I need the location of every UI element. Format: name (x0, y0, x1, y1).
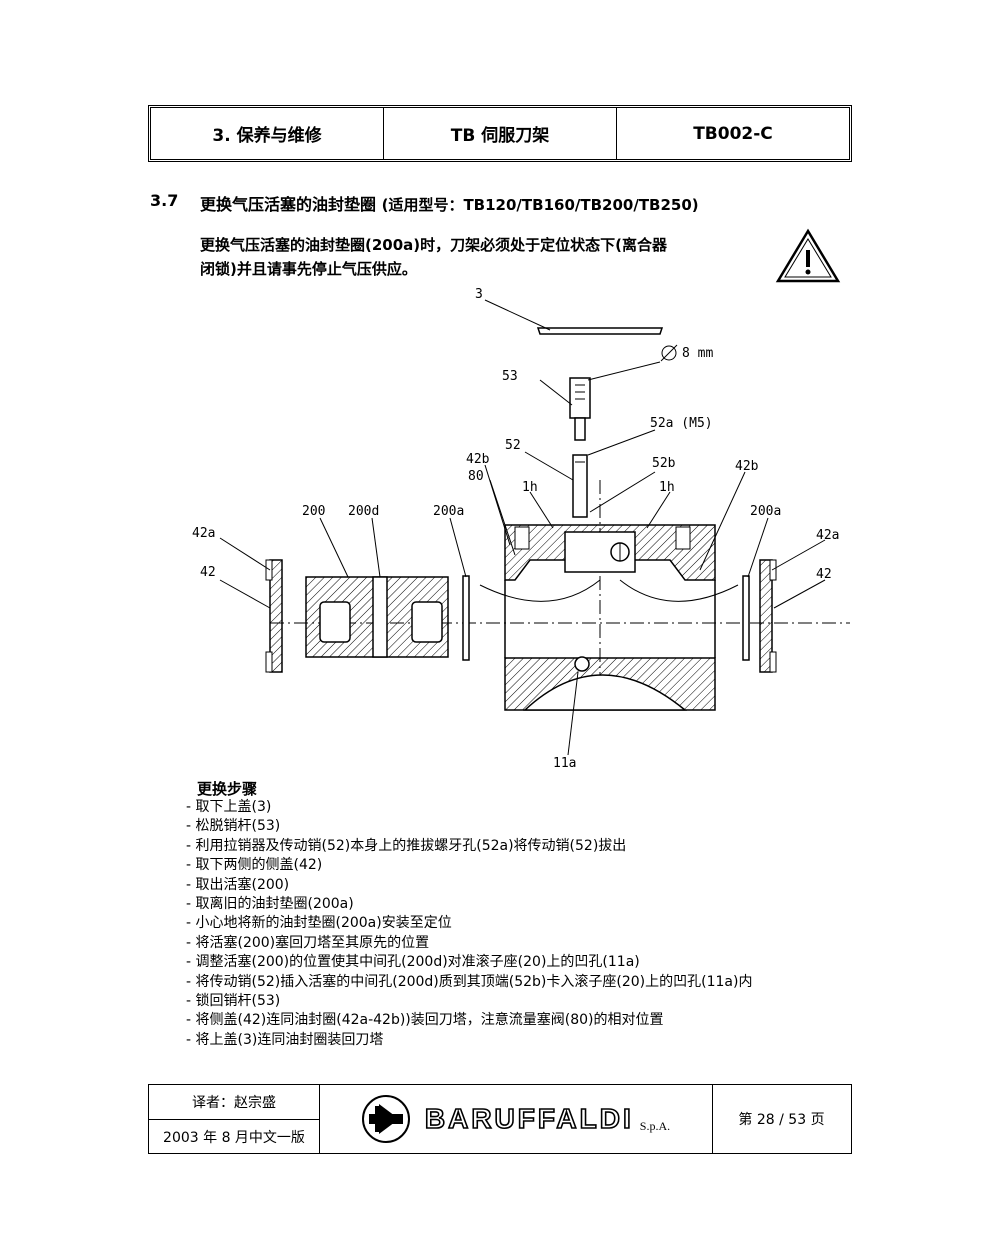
step-item: - 松脱销杆(53) (186, 818, 281, 835)
label-42b-right: 42b (735, 459, 759, 474)
label-1h-left: 1h (522, 480, 538, 495)
step-item: - 取出活塞(200) (186, 876, 290, 893)
label-52b: 52b (652, 456, 676, 471)
edition: 2003 年 8 月中文一版 (163, 1130, 305, 1146)
header-table: 3. 保养与维修 TB 伺服刀架 TB002-C (148, 105, 852, 162)
label-42b-left: 42b (466, 452, 490, 467)
brand-suffix: S.p.A. (639, 1118, 671, 1133)
section-subtitle: (适用型号：TB120/TB160/TB200/TB250) (381, 196, 699, 214)
page-number: 第 28 / 53 页 (738, 1112, 825, 1128)
driving-pin-52-part (572, 454, 588, 518)
turret-body-part (504, 524, 716, 711)
label-52a: 52a (M5) (650, 416, 713, 431)
section-number: 3.7 (150, 191, 179, 210)
step-item: - 取离旧的油封垫圈(200a) (186, 896, 354, 913)
exploded-view-diagram: 3 8 mm 53 52a (M5) 52 42b 80 52b 42b 1h … (192, 287, 850, 771)
seal-ring-right (742, 575, 750, 661)
step-item: - 将上盖(3)连同油封圈装回刀塔 (186, 1031, 384, 1048)
footer-logo-area: BARUFFALDI S.p.A. (319, 1085, 713, 1153)
step-item: - 将传动销(52)插入活塞的中间孔(200d)质到其顶端(52b)卡入滚子座(… (186, 973, 753, 990)
label-diameter: 8 mm (682, 346, 713, 361)
section-title: 更换气压活塞的油封垫圈 (200, 195, 377, 214)
label-11a: 11a (553, 756, 576, 771)
side-cover-left-part (265, 559, 283, 673)
brand-name: BARUFFALDI (424, 1102, 634, 1135)
header-product: TB 伺服刀架 (384, 108, 617, 159)
pin-53-part (569, 377, 591, 441)
piston-200-part (305, 576, 449, 658)
label-200: 200 (302, 504, 325, 519)
footer-table: 译者：赵宗盛 2003 年 8 月中文一版 BARUFFALDI S.p.A. … (148, 1084, 852, 1154)
step-item: - 将活塞(200)塞回刀塔至其原先的位置 (186, 934, 430, 951)
label-200d: 200d (348, 504, 379, 519)
label-42-right: 42 (816, 567, 832, 582)
warning-triangle-icon (775, 228, 841, 283)
steps-title: 更换步骤 (197, 780, 258, 798)
steps-list: - 取下上盖(3) - 松脱销杆(53) - 利用拉销器及传动销(52)本身上的… (186, 798, 752, 1050)
brand-logo-icon (361, 1095, 410, 1143)
label-3: 3 (475, 287, 483, 302)
header-code: TB002-C (693, 123, 773, 144)
label-200a-left: 200a (433, 504, 464, 519)
label-52: 52 (505, 438, 521, 453)
label-53: 53 (502, 369, 518, 384)
label-80: 80 (468, 469, 484, 484)
intro-line-1: 更换气压活塞的油封垫圈(200a)时，刀架必须处于定位状态下(离合器 (200, 236, 668, 254)
step-item: - 小心地将新的油封垫圈(200a)安装至定位 (186, 915, 452, 932)
step-item: - 利用拉销器及传动销(52)本身上的推拔螺牙孔(52a)将传动销(52)拔出 (186, 837, 627, 854)
footer-info: 译者：赵宗盛 2003 年 8 月中文一版 (149, 1085, 320, 1153)
label-42a-right: 42a (816, 528, 839, 543)
label-42a-left: 42a (192, 526, 215, 541)
translator: 译者：赵宗盛 (149, 1085, 319, 1120)
top-cover-part (536, 327, 664, 335)
intro-line-2: 闭锁)并且请事先停止气压供应。 (200, 260, 417, 278)
section-heading: 更换气压活塞的油封垫圈 (适用型号：TB120/TB160/TB200/TB25… (200, 191, 699, 215)
side-cover-right-part (759, 559, 777, 673)
step-item: - 锁回销杆(53) (186, 993, 281, 1010)
label-200a-right: 200a (750, 504, 781, 519)
seal-ring-left (462, 575, 470, 661)
step-item: - 取下两侧的侧盖(42) (186, 857, 323, 874)
label-1h-right: 1h (659, 480, 675, 495)
intro-text: 更换气压活塞的油封垫圈(200a)时，刀架必须处于定位状态下(离合器 闭锁)并且… (200, 233, 770, 281)
step-item: - 调整活塞(200)的位置使其中间孔(200d)对准滚子座(20)上的凹孔(1… (186, 954, 640, 971)
label-42-left: 42 (200, 565, 216, 580)
step-item: - 将侧盖(42)连同油封圈(42a-42b))装回刀塔，注意流量塞阀(80)的… (186, 1012, 664, 1029)
header-section: 3. 保养与维修 (151, 108, 384, 159)
step-item: - 取下上盖(3) (186, 799, 272, 815)
